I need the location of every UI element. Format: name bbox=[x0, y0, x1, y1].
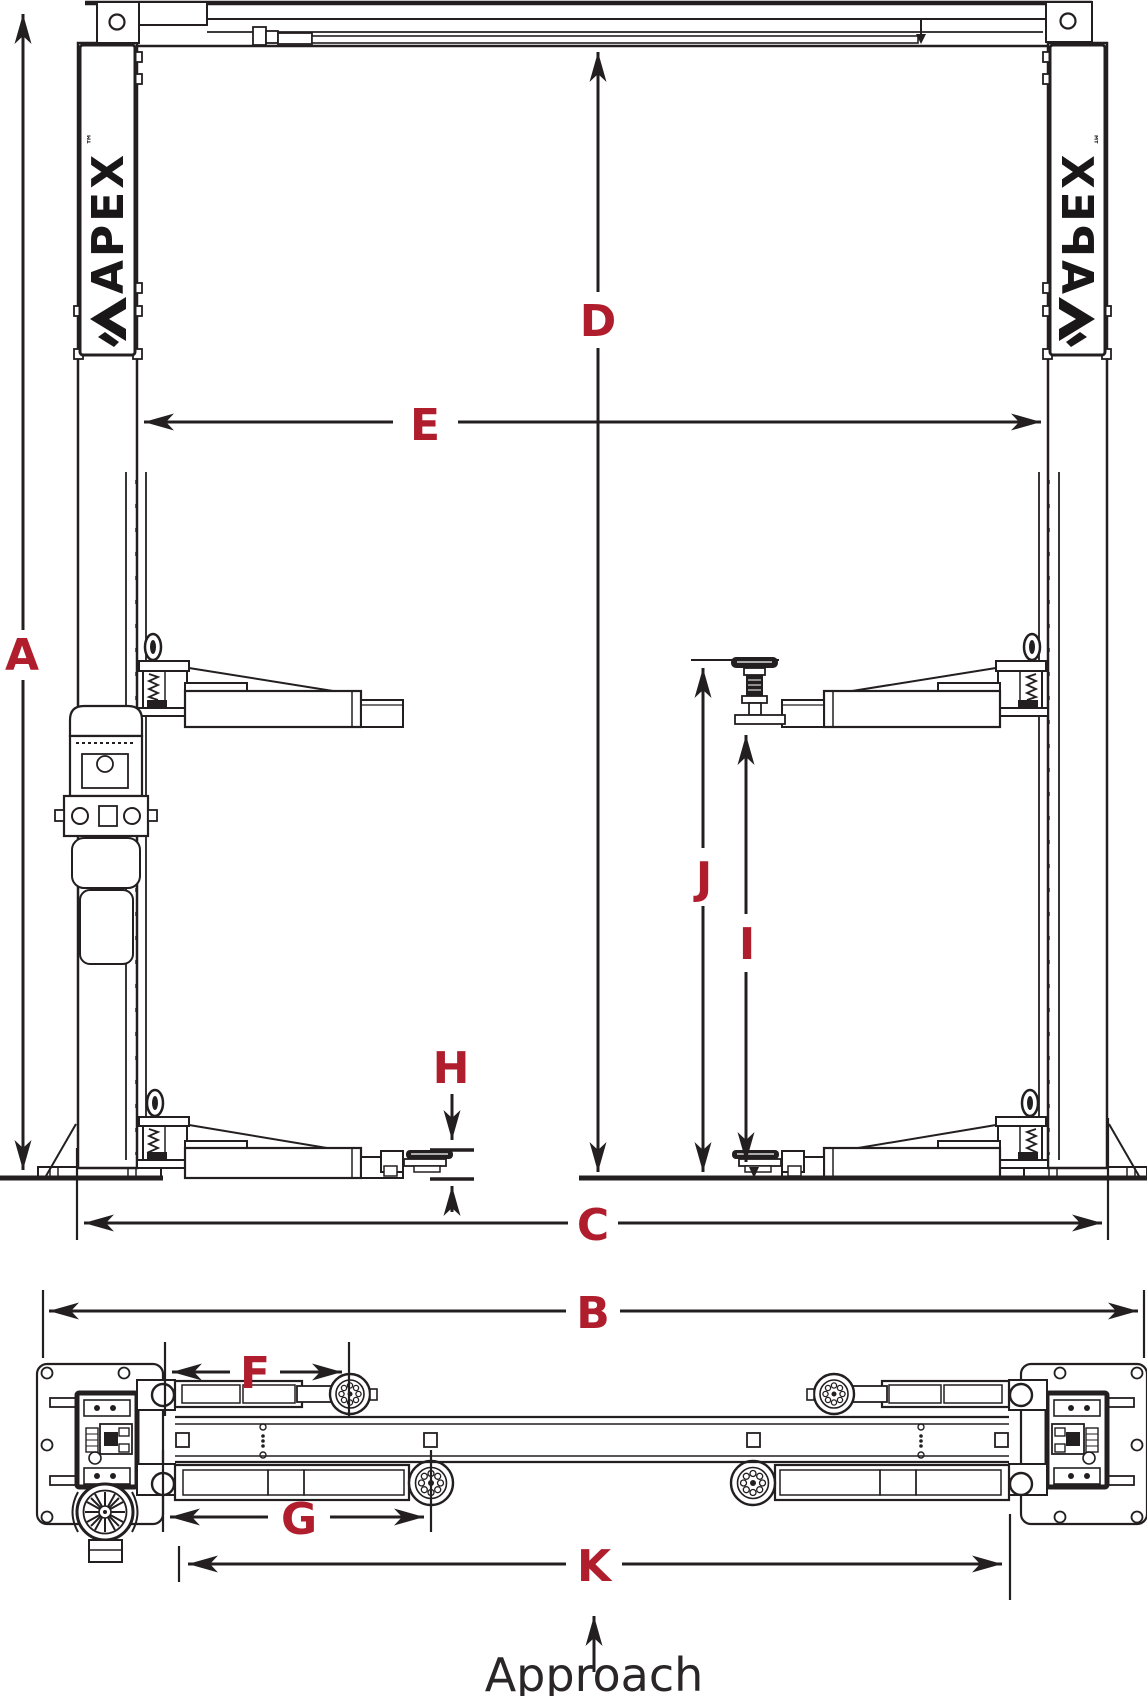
dimension-f bbox=[163, 1342, 351, 1416]
front-view-left-half: APEX ™ bbox=[37, 41, 453, 1180]
dim-label-g: G bbox=[281, 1494, 317, 1545]
plan-center-rails bbox=[175, 1415, 1009, 1464]
dimension-c bbox=[75, 1118, 1110, 1240]
dim-label-a: A bbox=[5, 630, 39, 681]
apex-arrow-icon bbox=[90, 297, 126, 347]
plan-post-section bbox=[74, 1390, 140, 1490]
lowered-carriage bbox=[136, 1088, 192, 1169]
overhead-beam bbox=[85, 0, 1093, 48]
beam-left-hole bbox=[108, 13, 126, 31]
dimension-g bbox=[161, 1450, 433, 1532]
plan-view-left-half bbox=[35, 1362, 455, 1526]
beam-right-hole bbox=[1059, 12, 1077, 30]
dim-label-f: F bbox=[240, 1348, 270, 1399]
apex-logo-text: APEX bbox=[83, 152, 134, 294]
dimension-k bbox=[177, 1514, 1012, 1600]
apex-trademark: ™ bbox=[85, 133, 99, 145]
dim-label-i: I bbox=[739, 919, 755, 970]
beam-hydraulic-line bbox=[252, 19, 926, 46]
right-screw-pad bbox=[691, 657, 786, 725]
rail-bolt-dots bbox=[259, 1423, 925, 1459]
dim-label-k: K bbox=[577, 1541, 613, 1592]
labels: A D E J I H C B F G K Approach bbox=[5, 296, 755, 1696]
dim-label-b: B bbox=[576, 1288, 610, 1339]
dim-label-e: E bbox=[410, 400, 440, 451]
lowered-arm bbox=[183, 1124, 453, 1180]
dimensions bbox=[14, 14, 1146, 1672]
dim-label-h: H bbox=[433, 1043, 470, 1094]
front-view: APEX ™ bbox=[0, 0, 1147, 1181]
plan-power-unit-fan bbox=[71, 1482, 139, 1563]
raised-arm bbox=[183, 667, 404, 729]
dimension-h bbox=[430, 1094, 474, 1216]
raised-carriage bbox=[136, 632, 192, 717]
plan-view bbox=[35, 1362, 1147, 1563]
approach-label: Approach bbox=[485, 1648, 704, 1696]
power-unit bbox=[54, 704, 158, 965]
dim-label-d: D bbox=[580, 296, 617, 347]
dimension-b bbox=[41, 1290, 1146, 1358]
apex-decal: APEX ™ bbox=[78, 43, 137, 357]
dim-label-j: J bbox=[693, 853, 712, 904]
right-lowered-pad-stem bbox=[749, 1167, 759, 1178]
plan-top-arm bbox=[173, 1372, 378, 1416]
dim-label-c: C bbox=[577, 1200, 609, 1251]
